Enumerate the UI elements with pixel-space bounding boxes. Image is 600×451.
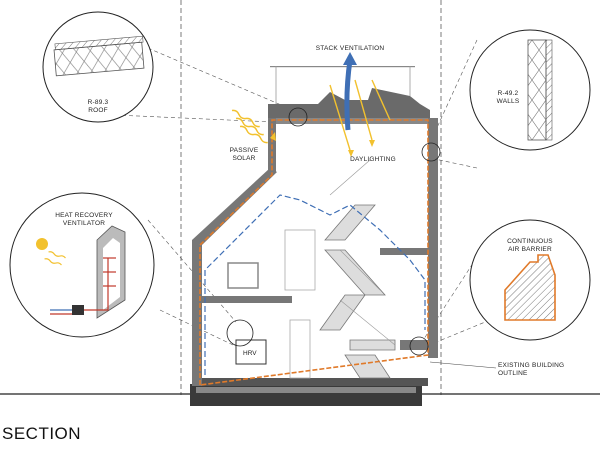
interior-door (284, 229, 316, 291)
label-existing-2: OUTLINE (498, 370, 528, 377)
hrv-detail-marker (226, 319, 254, 347)
existing-leader (430, 361, 497, 369)
daylight-rays (329, 79, 391, 151)
barrier-detail-marker (409, 336, 429, 356)
hrv-core-icon (72, 305, 84, 315)
heat-arrows (84, 257, 116, 311)
section-title: SECTION (2, 424, 82, 443)
label-walls-value: R-49.2 (497, 90, 519, 97)
hrv-detail-bubble (9, 192, 155, 338)
air-barrier-detail-bubble (469, 219, 591, 341)
sun-icon (36, 238, 48, 250)
window (227, 262, 259, 289)
label-passive: PASSIVE (229, 147, 259, 154)
label-hrv-title-1: HEAT RECOVERY (55, 212, 113, 219)
air-barrier-line (199, 119, 429, 386)
label-roof-value: R-89.3 (87, 99, 109, 106)
leader-lines (114, 36, 491, 349)
left-wall (192, 240, 202, 386)
label-roof: ROOF (88, 107, 108, 114)
label-stack-ventilation: STACK VENTILATION (315, 45, 385, 52)
passive-solar-waves (231, 109, 268, 144)
right-wall (428, 118, 438, 358)
hrv-unit-label: HRV (243, 350, 257, 357)
walls-detail-bubble (469, 29, 591, 151)
sloped-roof (192, 168, 277, 245)
label-existing-1: EXISTING BUILDING (498, 362, 565, 369)
floor-slab (202, 296, 292, 303)
stair-rails (329, 159, 396, 346)
roof-detail-bubble (42, 11, 154, 123)
roof-detail-marker (288, 107, 308, 127)
label-air-barrier-2: AIR BARRIER (508, 246, 552, 253)
label-air-barrier-1: CONTINUOUS (507, 238, 553, 245)
building (190, 66, 438, 406)
label-daylighting: DAYLIGHTING (350, 156, 396, 163)
label-hrv-title-2: VENTILATOR (62, 220, 106, 227)
stack-vent-arrow (344, 59, 353, 131)
stairs (319, 204, 396, 379)
label-walls: WALLS (496, 98, 520, 105)
existing-outline (204, 194, 426, 375)
label-solar: SOLAR (232, 155, 256, 162)
wall-detail-marker (421, 142, 441, 162)
